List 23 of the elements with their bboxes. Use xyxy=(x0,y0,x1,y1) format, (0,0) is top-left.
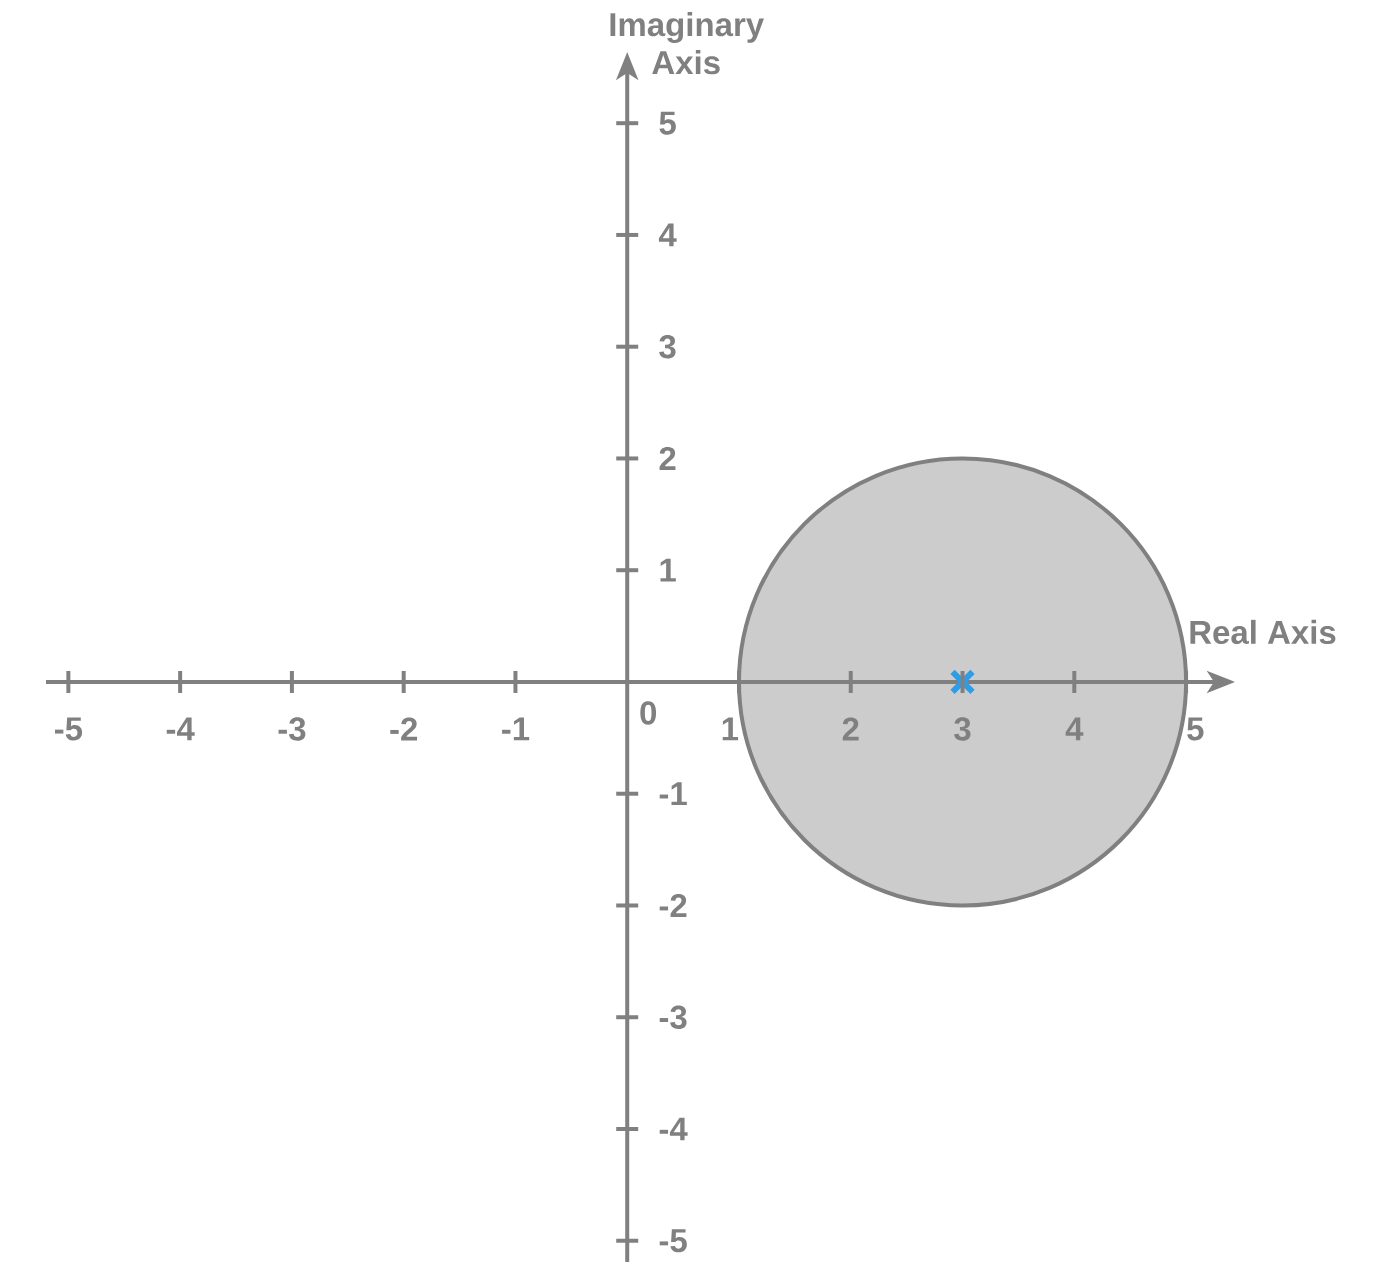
tick-label: 4 xyxy=(658,223,677,247)
tick-label: -5 xyxy=(659,1229,687,1253)
tick-label: -4 xyxy=(659,1117,688,1141)
tick-label: -3 xyxy=(659,1005,687,1029)
axis-label: Real Axis xyxy=(1190,619,1336,645)
tick-label: -3 xyxy=(278,717,306,741)
tick-label: -2 xyxy=(390,717,418,741)
tick-label: 2 xyxy=(842,717,859,741)
tick-label: 2 xyxy=(659,446,676,470)
tick-label: -4 xyxy=(166,717,195,741)
tick-label: 1 xyxy=(722,717,739,741)
tick-label: 1 xyxy=(660,558,676,582)
tick-label: 3 xyxy=(659,335,676,359)
axis-label: Imaginary Axis xyxy=(610,12,764,75)
tick-label: -5 xyxy=(55,717,83,741)
tick-label: 5 xyxy=(659,111,676,135)
tick-label: -2 xyxy=(659,893,687,917)
origin-label: 0 xyxy=(640,701,657,725)
tick-label: 3 xyxy=(954,717,971,741)
tick-label: 5 xyxy=(1187,717,1204,741)
tick-label: -1 xyxy=(659,782,687,806)
tick-label: 4 xyxy=(1065,717,1084,741)
tick-label: -1 xyxy=(502,717,530,741)
